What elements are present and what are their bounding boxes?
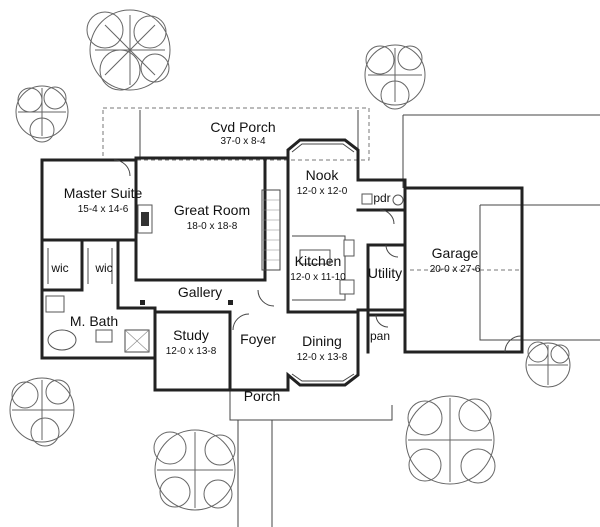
room-labels: Cvd Porch 37-0 x 8-4 Master Suite 15-4 x… — [50, 119, 480, 404]
fireplace — [137, 204, 153, 234]
great-room-name: Great Room — [174, 202, 250, 218]
pdr-name: pdr — [373, 191, 390, 205]
wic-right-name: wic — [94, 261, 112, 275]
kitchen-counters — [292, 235, 355, 301]
bay-windows — [291, 143, 355, 382]
foyer-name: Foyer — [240, 331, 276, 347]
tree-top-left — [86, 9, 171, 91]
closet-rods — [47, 248, 113, 284]
nook-name: Nook — [306, 167, 340, 183]
pdr-fixtures — [361, 193, 404, 206]
kitchen-dims: 12-0 x 11-10 — [290, 272, 346, 283]
m-bath-name: M. Bath — [70, 313, 118, 329]
utility-name: Utility — [368, 265, 402, 281]
master-suite-dims: 15-4 x 14-6 — [78, 204, 129, 215]
kitchen-name: Kitchen — [295, 253, 342, 269]
tree-left-lower — [9, 377, 75, 447]
gallery-columns — [140, 300, 233, 305]
dining-name: Dining — [302, 333, 342, 349]
stairs — [261, 189, 281, 271]
master-suite-name: Master Suite — [64, 185, 143, 201]
front-walk — [229, 390, 393, 527]
dining-dims: 12-0 x 13-8 — [297, 352, 348, 363]
tree-top-right — [364, 44, 426, 110]
interior-walls — [40, 156, 407, 392]
study-name: Study — [173, 327, 209, 343]
landscape-trees — [9, 9, 571, 511]
pan-name: pan — [370, 329, 390, 343]
porch-name: Porch — [244, 388, 281, 404]
door-swings — [113, 159, 522, 353]
garage-dims: 20-0 x 27-6 — [430, 264, 481, 275]
tree-bottom-left — [153, 429, 236, 511]
wic-left-name: wic — [50, 261, 68, 275]
nook-dims: 12-0 x 12-0 — [297, 186, 348, 197]
cvd-porch-dims: 37-0 x 8-4 — [220, 136, 265, 147]
tree-bottom-right — [405, 395, 496, 485]
great-room-dims: 18-0 x 18-8 — [187, 221, 238, 232]
bath-fixtures — [45, 295, 150, 353]
driveway — [402, 114, 600, 341]
tree-left-upper — [15, 85, 69, 143]
cvd-porch-name: Cvd Porch — [210, 119, 275, 135]
tree-right-mid — [525, 341, 571, 388]
gallery-name: Gallery — [178, 284, 222, 300]
garage-name: Garage — [432, 245, 479, 261]
study-dims: 12-0 x 13-8 — [166, 346, 217, 357]
